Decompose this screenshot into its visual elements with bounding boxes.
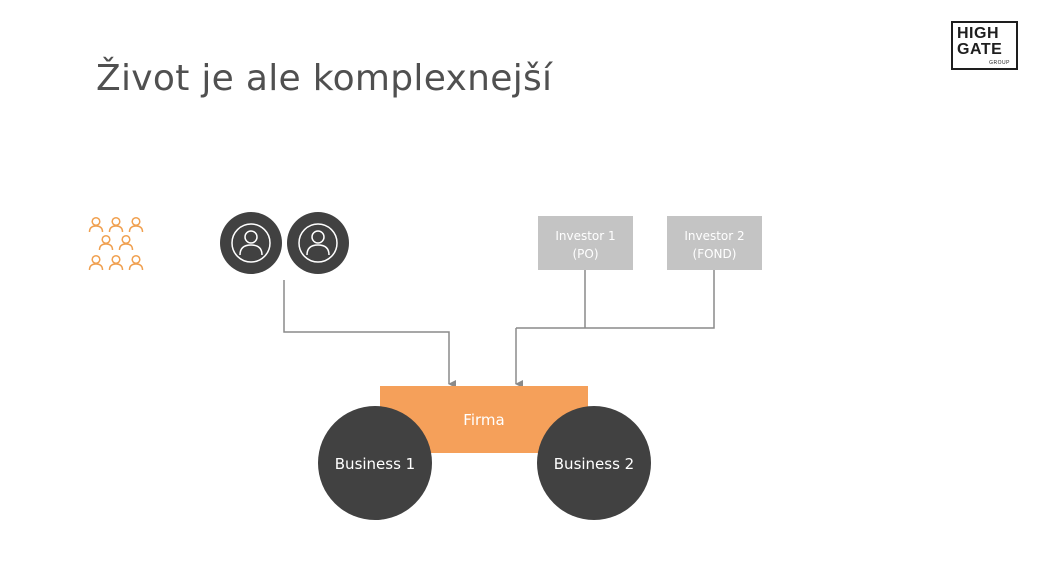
- investor-2-line-1: Investor 2: [684, 229, 744, 243]
- investor-1-box: Investor 1 (PO): [538, 216, 633, 270]
- business-2-label: Business 2: [554, 455, 634, 473]
- logo-line-1: HIGH: [957, 25, 999, 42]
- people-group-icon: [88, 216, 144, 271]
- investors-join-line: [516, 270, 715, 329]
- business-1-circle: Business 1: [318, 406, 432, 520]
- company-label: Firma: [463, 411, 504, 429]
- person-icon: [287, 212, 349, 274]
- highgate-logo: HIGH GATE GROUP: [951, 21, 1018, 70]
- business-2-circle: Business 2: [537, 406, 651, 520]
- logo-line-2: GATE: [957, 41, 1003, 58]
- investor-2-box: Investor 2 (FOND): [667, 216, 762, 270]
- investor-1-line-1: Investor 1: [555, 229, 615, 243]
- investor-2-line-2: (FOND): [693, 247, 737, 261]
- founders-connector: [283, 280, 456, 388]
- page-title: Život je ale komplexnejší: [96, 58, 553, 99]
- business-1-label: Business 1: [335, 455, 415, 473]
- person-icon: [220, 212, 282, 274]
- logo-line-3: GROUP: [989, 60, 1010, 66]
- investor-1-line-2: (PO): [572, 247, 598, 261]
